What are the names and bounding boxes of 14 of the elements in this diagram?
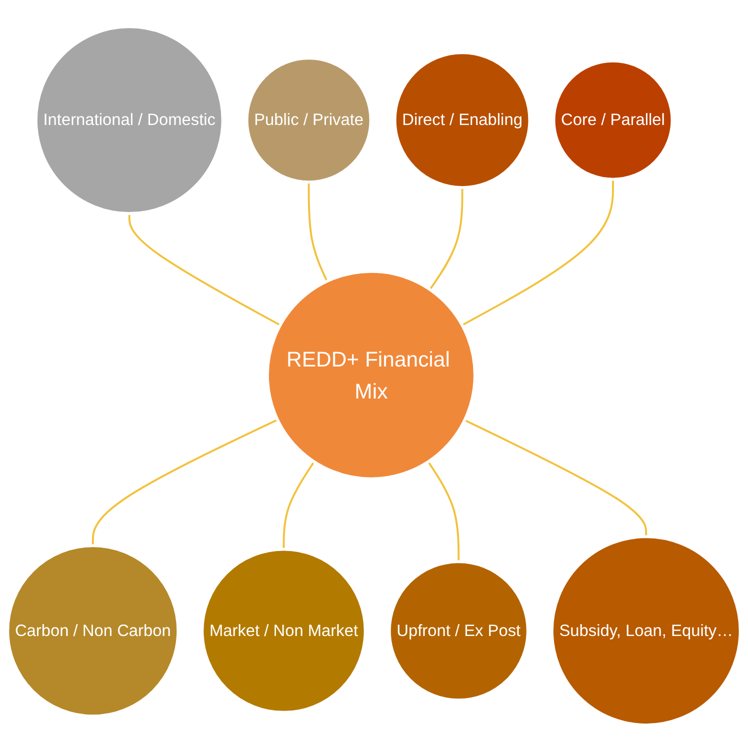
node-circle: Carbon / Non Carbon [6,544,180,718]
node-circle: Subsidy, Loan, Equity… [550,534,742,726]
connector [427,460,460,562]
node-circle: REDD+ Financial Mix [266,270,476,480]
node-circle: Core / Parallel [552,59,674,180]
connector [282,460,315,549]
connector [92,418,278,546]
connector [429,187,464,290]
node-circle: Upfront / Ex Post [388,560,530,702]
connector [462,178,614,326]
connector [464,418,648,536]
connector [308,182,328,282]
node-circle: Market / Non Market [200,548,367,714]
connector [128,213,281,326]
